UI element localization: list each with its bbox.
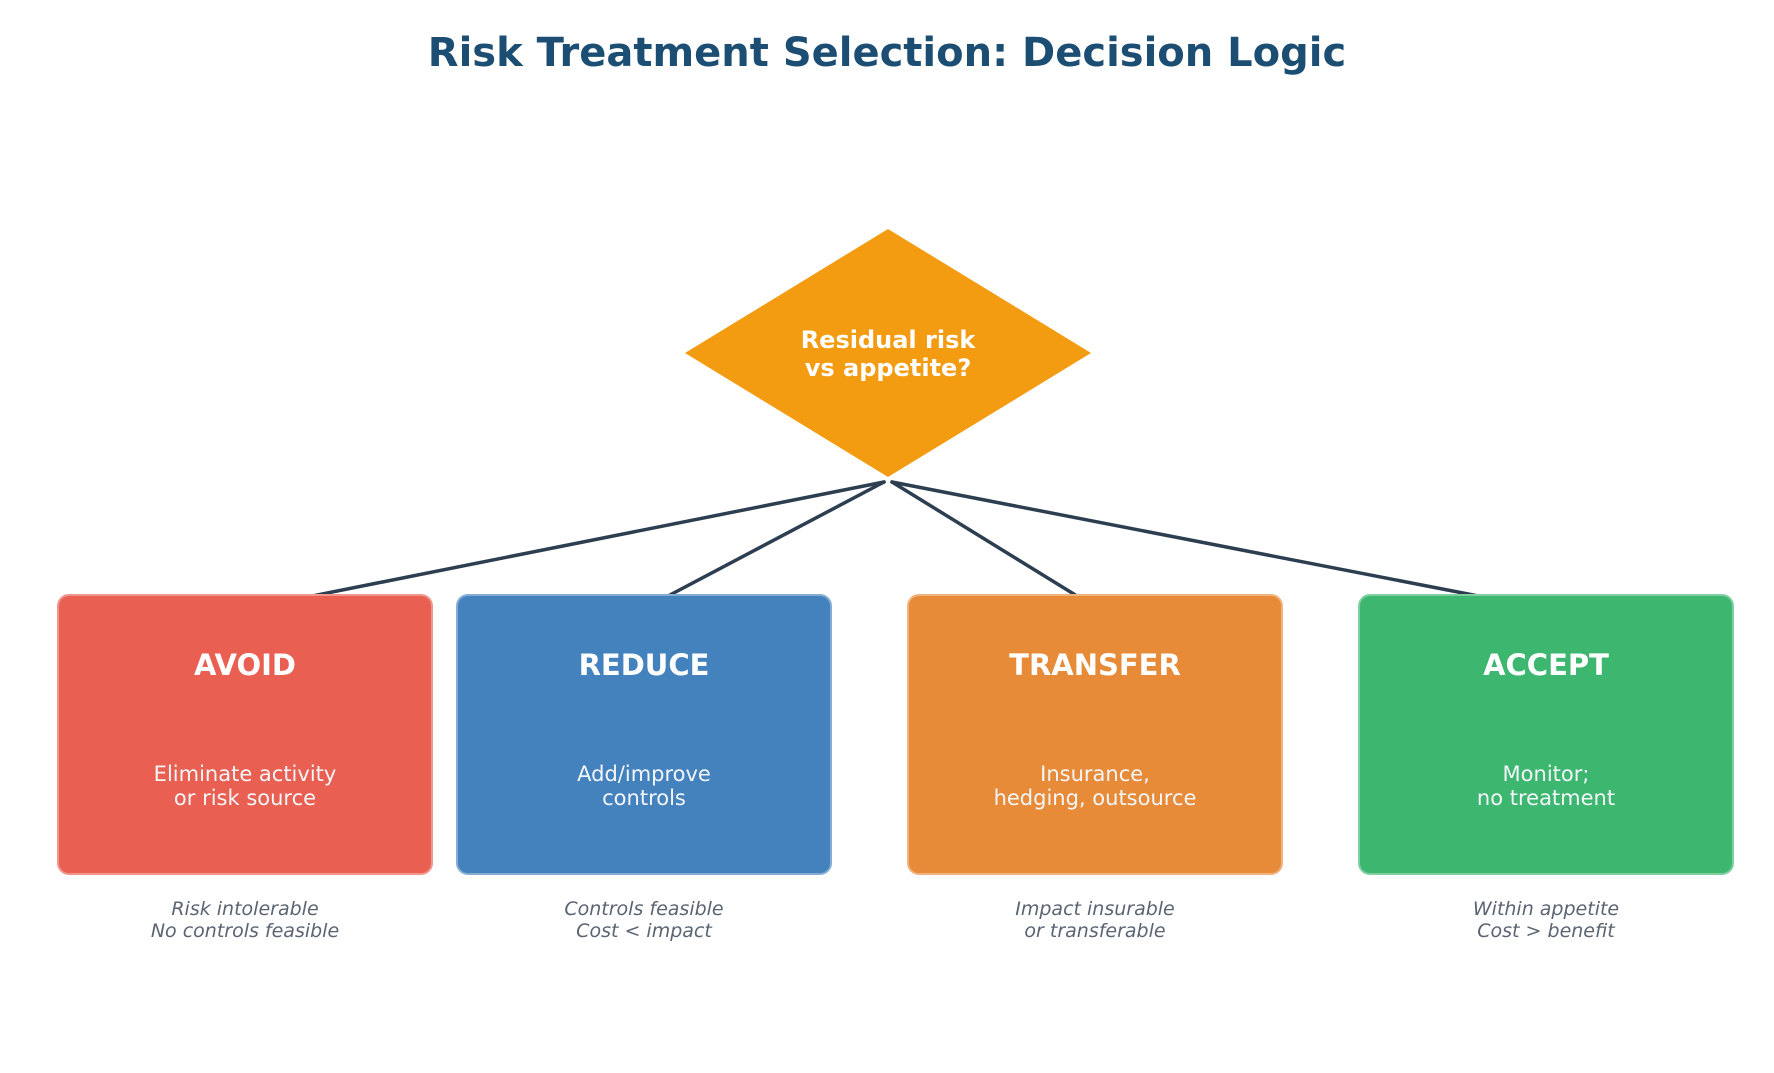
arrow-to-accept <box>890 480 1542 611</box>
option-reduce-description: Add/improve controls <box>577 762 711 810</box>
option-transfer: TRANSFER Insurance, hedging, outsource <box>907 594 1283 875</box>
option-reduce-condition: Controls feasible Cost < impact <box>564 898 724 942</box>
option-avoid: AVOID Eliminate activity or risk source <box>57 594 433 875</box>
option-transfer-description: Insurance, hedging, outsource <box>993 762 1197 810</box>
arrow-to-avoid <box>250 480 886 611</box>
option-accept-description: Monitor; no treatment <box>1476 762 1616 810</box>
page-title: Risk Treatment Selection: Decision Logic <box>427 30 1347 76</box>
option-transfer-label: TRANSFER <box>1009 648 1181 682</box>
option-reduce-label: REDUCE <box>578 648 710 682</box>
arrow-to-transfer <box>890 480 1092 606</box>
option-reduce: REDUCE Add/improve controls <box>456 594 832 875</box>
decision-question: Residual risk vs appetite? <box>800 326 976 382</box>
option-accept-label: ACCEPT <box>1483 648 1609 682</box>
arrow-to-reduce <box>649 480 886 607</box>
decision-diamond <box>685 229 1091 477</box>
option-avoid-condition: Risk intolerable No controls feasible <box>150 898 340 942</box>
option-transfer-condition: Impact insurable or transferable <box>1015 898 1175 942</box>
option-accept-condition: Within appetite Cost > benefit <box>1472 898 1620 942</box>
option-accept: ACCEPT Monitor; no treatment <box>1358 594 1734 875</box>
option-avoid-description: Eliminate activity or risk source <box>153 762 337 810</box>
option-avoid-label: AVOID <box>194 648 296 682</box>
